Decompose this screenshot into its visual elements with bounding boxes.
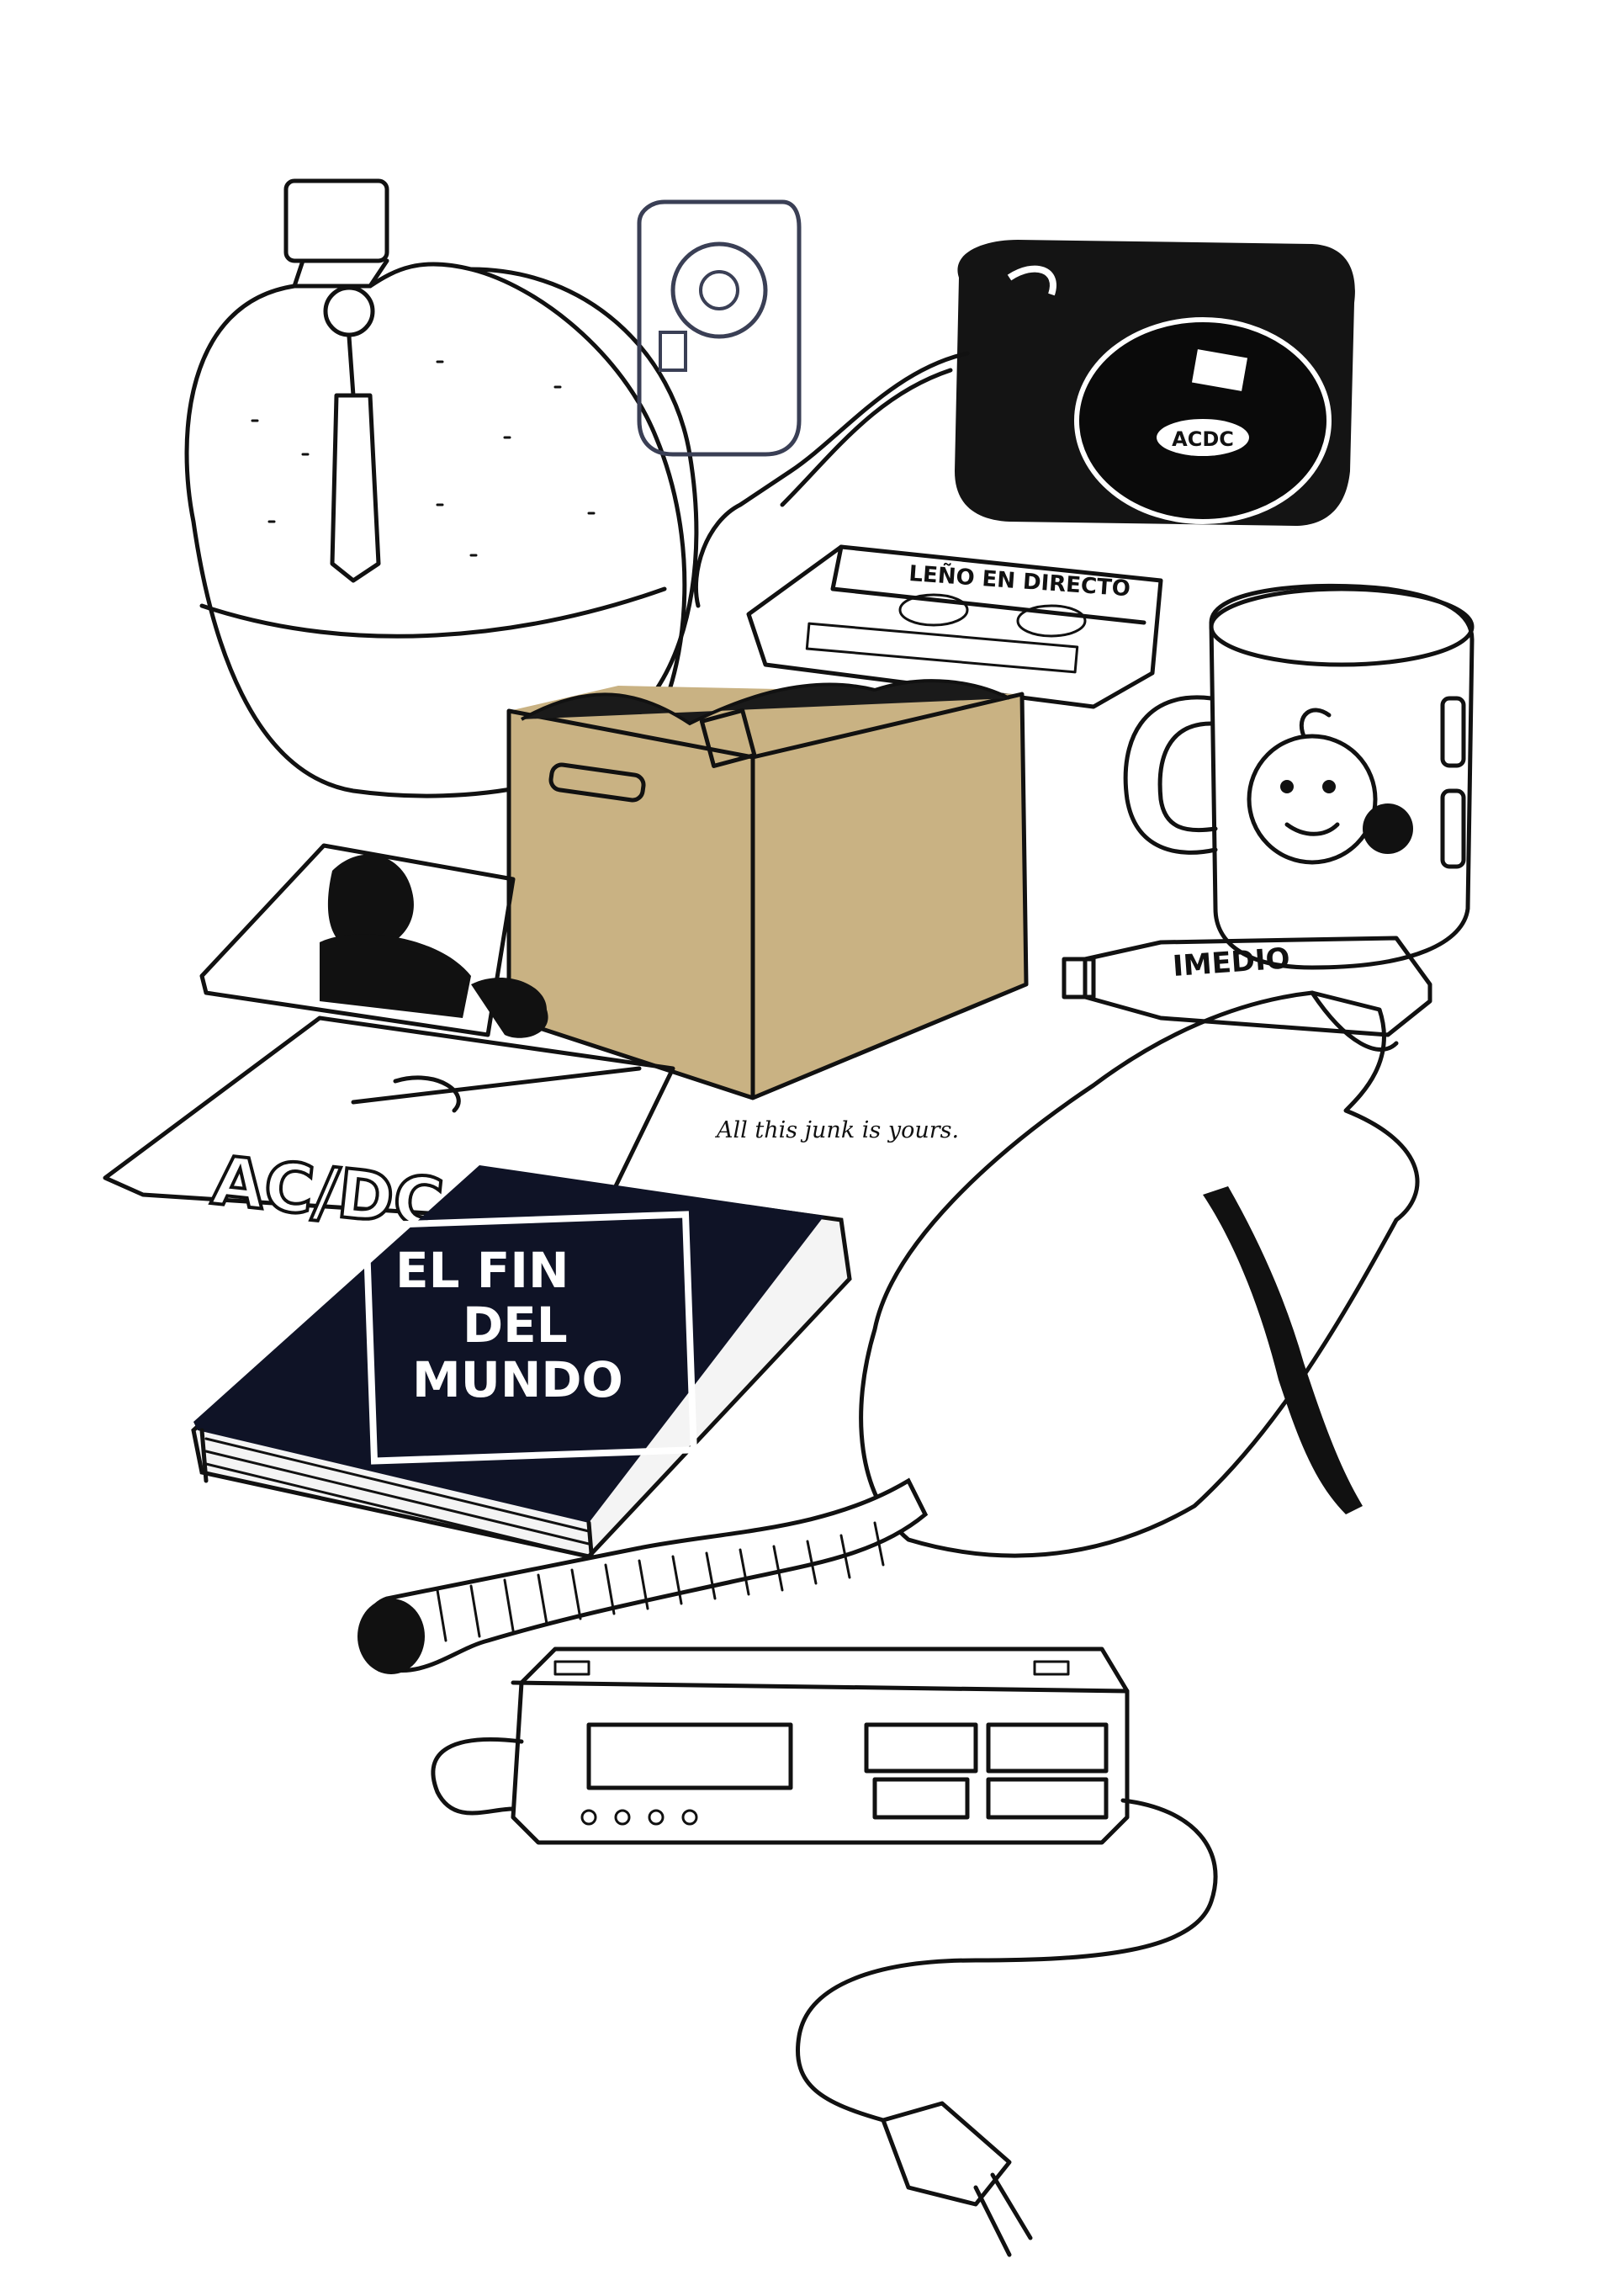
- photo-card: [199, 843, 516, 1037]
- svg-text:ACDC: ACDC: [1172, 427, 1234, 451]
- glue-tube: IMEDIO: [1062, 936, 1432, 1037]
- canteen: [184, 178, 699, 798]
- gas-mask: [859, 990, 1420, 1558]
- book: EL FIN DEL MUNDO: [191, 1165, 852, 1576]
- radio-clock: [431, 1646, 1130, 1845]
- power-cord: [796, 1798, 1218, 2257]
- mug: [1123, 583, 1475, 970]
- book-title-line1: EL FIN: [395, 1242, 569, 1299]
- cardboard-box: [506, 679, 1029, 1100]
- caption: All this junk is yours.: [714, 1117, 959, 1143]
- tube-label: IMEDIO: [1172, 941, 1291, 984]
- book-title-line2: DEL: [463, 1296, 568, 1354]
- camera: ACDC: [693, 240, 1355, 608]
- book-title-line3: MUNDO: [412, 1351, 623, 1408]
- walkman: [637, 199, 802, 457]
- hose: [357, 1477, 929, 1674]
